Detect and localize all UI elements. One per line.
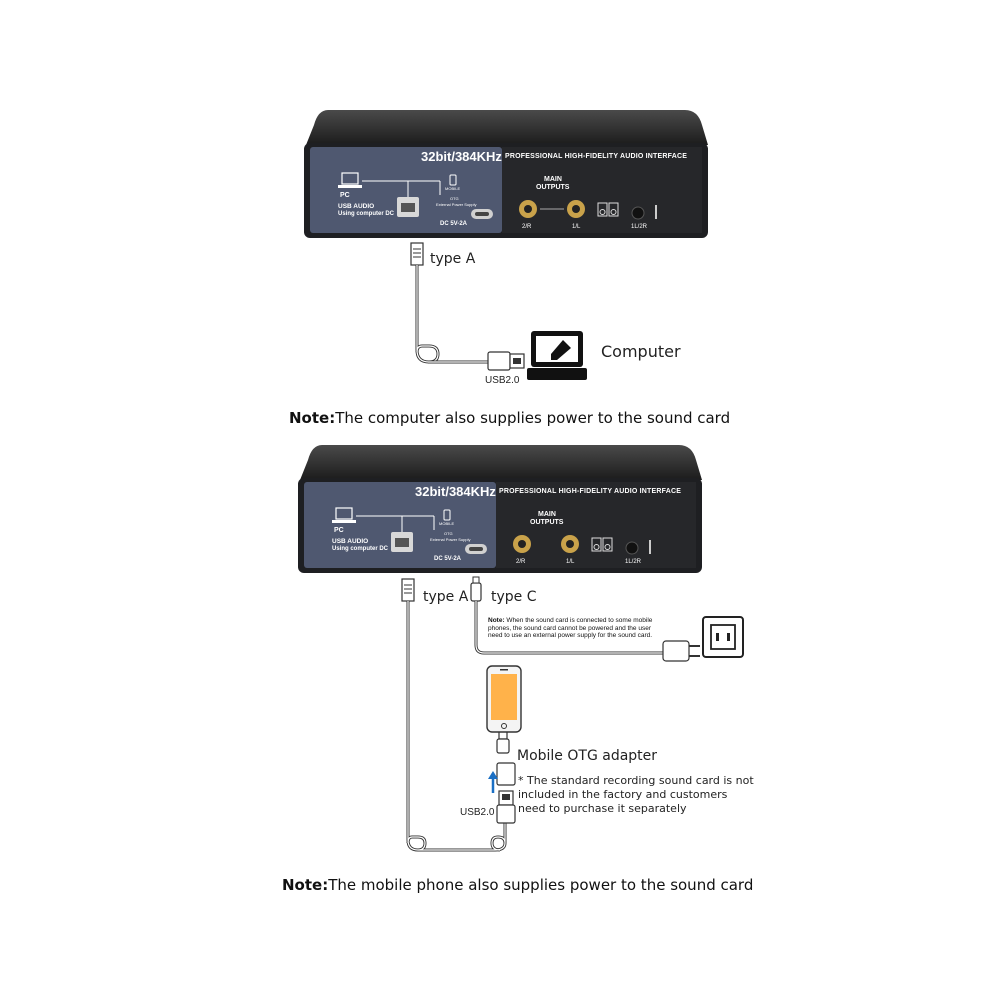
usb-plug-1 bbox=[487, 351, 511, 371]
output-jack-1l bbox=[567, 200, 585, 218]
note-1-text: The computer also supplies power to the … bbox=[335, 409, 731, 427]
arrow-up-icon bbox=[488, 771, 498, 779]
mobile-label: MOBILE bbox=[445, 186, 461, 191]
otg-label-2: OTG bbox=[444, 531, 453, 536]
jack-2r-label-2: 2/R bbox=[516, 559, 526, 565]
mobile-label-2: MOBILE bbox=[439, 521, 455, 526]
type-a-connector-1 bbox=[410, 242, 424, 266]
type-a-label-2: type A bbox=[423, 589, 469, 605]
computer-label: Computer bbox=[601, 342, 681, 361]
audio-interface-bottom bbox=[298, 445, 702, 573]
usb-panel-2 bbox=[304, 482, 496, 568]
jack-2r-label: 2/R bbox=[522, 224, 532, 230]
otg-adapter-label: Mobile OTG adapter bbox=[517, 748, 658, 764]
device-spec-2: 32bit/384KHz bbox=[415, 484, 496, 499]
usb-panel bbox=[310, 147, 502, 233]
note-1-bold: Note: bbox=[289, 409, 336, 427]
output-panel-2 bbox=[496, 482, 696, 568]
device-spec: 32bit/384KHz bbox=[421, 149, 502, 164]
power-note-text: When the sound card is connected to some… bbox=[488, 617, 653, 639]
jack-lr-label: 1L/2R bbox=[631, 224, 648, 230]
note-2-text: The mobile phone also supplies power to … bbox=[328, 876, 754, 894]
outputs-label-2: OUTPUTS bbox=[530, 519, 564, 526]
device-title: PROFESSIONAL HIGH-FIDELITY AUDIO INTERFA… bbox=[505, 153, 688, 160]
usb2-label-1: USB2.0 bbox=[485, 375, 520, 386]
type-a-connector-2 bbox=[401, 578, 415, 602]
output-jack-2r bbox=[519, 200, 537, 218]
speaker-icon-2 bbox=[591, 537, 613, 552]
power-plug bbox=[662, 640, 690, 662]
note-1: Note:The computer also supplies power to… bbox=[289, 409, 730, 427]
device-title-2: PROFESSIONAL HIGH-FIDELITY AUDIO INTERFA… bbox=[499, 488, 682, 495]
output-jack-2r-b bbox=[513, 535, 531, 553]
outputs-label: OUTPUTS bbox=[536, 184, 570, 191]
note-2: Note:The mobile phone also supplies powe… bbox=[282, 876, 753, 894]
note-2-bold: Note: bbox=[282, 876, 329, 894]
power-note: Note: When the sound card is connected t… bbox=[488, 617, 664, 640]
phone-small-icon bbox=[449, 174, 457, 186]
output-jack-1l-b bbox=[561, 535, 579, 553]
usb-cable-2 bbox=[401, 576, 744, 852]
usb-audio-label: USB AUDIO bbox=[338, 203, 375, 210]
speaker-icon bbox=[597, 202, 619, 217]
computer-icon bbox=[527, 331, 587, 380]
pc-icon bbox=[338, 172, 362, 188]
headphone-jack bbox=[631, 206, 645, 220]
jack-1l-label: 1/L bbox=[572, 224, 581, 230]
pc-label-2: PC bbox=[334, 527, 344, 534]
device-top-surface bbox=[306, 110, 708, 145]
power-outlet-icon bbox=[702, 616, 744, 658]
otg-adapter bbox=[496, 762, 516, 786]
jack-1l-label-2: 1/L bbox=[566, 559, 575, 565]
usb2-label-2: USB2.0 bbox=[460, 807, 495, 818]
pc-label: PC bbox=[340, 192, 350, 199]
phone-small-icon-2 bbox=[443, 509, 451, 521]
footnote: * The standard recording sound card is n… bbox=[518, 774, 754, 815]
dc-label: DC 5V-2A bbox=[440, 221, 468, 227]
main-label-2: MAIN bbox=[538, 511, 556, 518]
main-label: MAIN bbox=[544, 176, 562, 183]
using-dc-label-2: Using computer DC bbox=[332, 546, 389, 552]
output-panel bbox=[502, 147, 702, 233]
audio-interface-top bbox=[304, 110, 708, 238]
power-note-bold: Note: bbox=[488, 617, 505, 624]
usb-cable-1 bbox=[410, 242, 525, 371]
type-c-connector bbox=[470, 582, 482, 602]
ext-power-label-2: External Power Supply bbox=[430, 537, 471, 542]
dc-label-2: DC 5V-2A bbox=[434, 556, 462, 562]
using-dc-label: Using computer DC bbox=[338, 211, 395, 217]
mobile-phone-icon bbox=[486, 665, 522, 733]
otg-label: OTG bbox=[450, 196, 459, 201]
headphone-jack-2 bbox=[625, 541, 639, 555]
pc-icon-2 bbox=[332, 507, 356, 523]
jack-lr-label-2: 1L/2R bbox=[625, 559, 642, 565]
type-c-label: type C bbox=[491, 589, 537, 605]
type-a-label-1: type A bbox=[430, 251, 476, 267]
ext-power-label: External Power Supply bbox=[436, 202, 477, 207]
usb-audio-label-2: USB AUDIO bbox=[332, 538, 369, 545]
